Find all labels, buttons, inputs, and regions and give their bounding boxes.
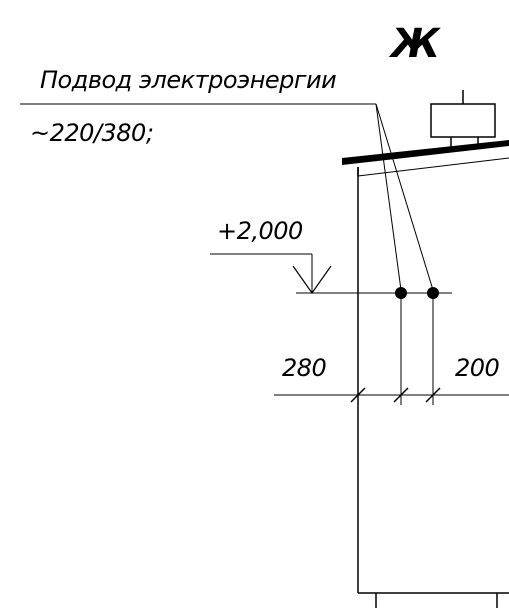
building-wall xyxy=(357,167,509,608)
roof-fixture xyxy=(430,90,496,149)
callout-leader xyxy=(20,103,434,291)
callout-voltage: ~220/380; xyxy=(30,119,153,147)
dimension-left-label: 280 xyxy=(282,354,327,382)
elevation-mark xyxy=(210,253,452,295)
roof-slab xyxy=(342,140,509,177)
dimension-line xyxy=(274,387,509,403)
extension-lines xyxy=(400,293,434,405)
elevation-label: +2,000 xyxy=(217,217,303,245)
section-mark-label: Ж xyxy=(388,21,441,67)
callout-title: Подвод электроэнергии xyxy=(40,66,336,94)
dimension-right-label: 200 xyxy=(455,354,500,382)
